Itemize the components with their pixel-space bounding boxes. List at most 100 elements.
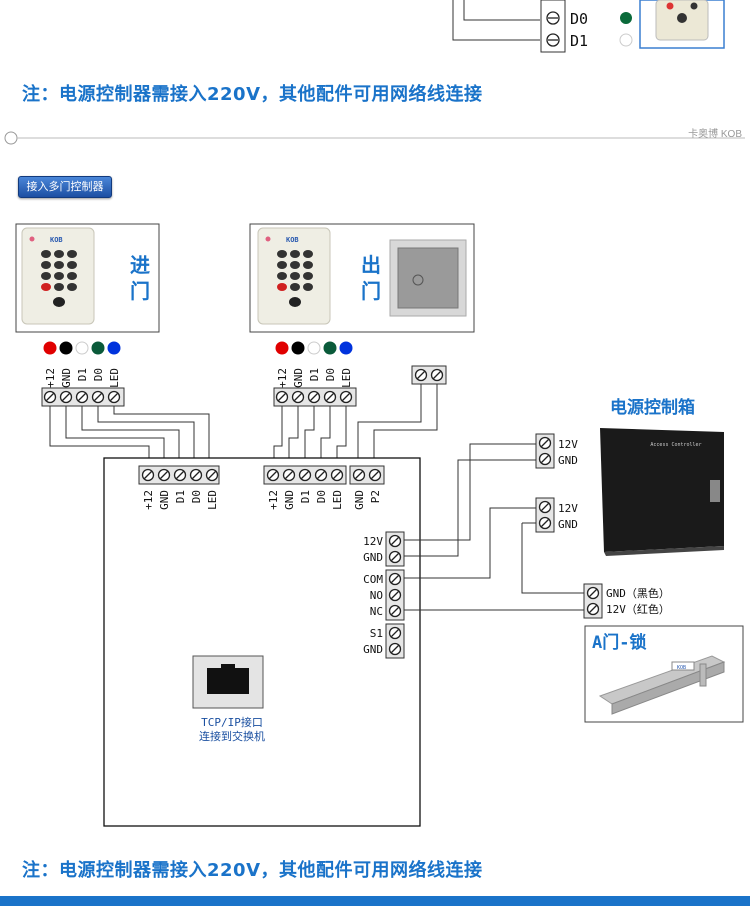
keypad-key xyxy=(67,272,77,280)
controller-terminal-screw xyxy=(282,468,296,482)
terminal-screw xyxy=(91,390,105,404)
wire-color-dot xyxy=(275,341,289,355)
controller-terminal-label: GND xyxy=(283,490,296,510)
keypad-key xyxy=(290,272,300,280)
exit-label-2: 门 xyxy=(361,279,381,303)
entry-reader: KOB 进 门 xyxy=(15,223,160,333)
access-controller-board xyxy=(103,457,421,827)
terminal-screw xyxy=(307,390,321,404)
keypad-key xyxy=(67,283,77,291)
side-terminal-screw xyxy=(388,588,402,602)
keypad-key xyxy=(290,261,300,269)
controller-terminal-screw xyxy=(352,468,366,482)
keypad-bell-key xyxy=(53,297,65,307)
power-out1-12v: 12V xyxy=(558,438,578,451)
side-terminal-screw xyxy=(388,550,402,564)
electric-lock-image: KOB xyxy=(598,655,726,715)
keypad-key xyxy=(54,272,64,280)
reader-wire-label: D1 xyxy=(76,368,89,381)
terminal-screw xyxy=(339,390,353,404)
tcp-ip-label-1: TCP/IP接口 xyxy=(201,716,263,729)
controller-terminal-label: D1 xyxy=(299,490,312,503)
keypad-key xyxy=(54,250,64,258)
controller-terminal-screw xyxy=(330,468,344,482)
controller-terminal-label: D0 xyxy=(315,490,328,503)
terminal-screw xyxy=(107,390,121,404)
entry-keypad-image: KOB xyxy=(21,227,95,325)
keypad-key xyxy=(67,261,77,269)
terminal-screw xyxy=(59,390,73,404)
lock-12v-label: 12V（红色） xyxy=(606,602,670,616)
power-box-image: Access Controller xyxy=(600,428,724,556)
entry-keypad-brand: KOB xyxy=(50,236,63,244)
keypad-key xyxy=(303,250,313,258)
controller-terminal-screw xyxy=(298,468,312,482)
exit-reader: KOB 出 门 xyxy=(249,223,475,333)
reader-wire-label: +12 xyxy=(276,368,289,388)
side-terminal-label: COM xyxy=(363,573,383,586)
power-out2-12v: 12V xyxy=(558,502,578,515)
controller-terminal-screw xyxy=(173,468,187,482)
brand-label: 卡奥博 KOB xyxy=(688,129,742,140)
entry-label-2: 门 xyxy=(130,279,150,303)
side-terminal-screw xyxy=(388,642,402,656)
wire-color-dot xyxy=(75,341,89,355)
keypad-key xyxy=(277,272,287,280)
keypad-key xyxy=(67,250,77,258)
controller-terminal-screw xyxy=(266,468,280,482)
controller-terminal-label: LED xyxy=(331,490,344,510)
exit-keypad-brand: KOB xyxy=(286,236,299,244)
reader-wire-label: D0 xyxy=(324,368,337,381)
controller-terminal-screw xyxy=(157,468,171,482)
controller-terminal-screw xyxy=(189,468,203,482)
keypad-key xyxy=(54,261,64,269)
keypad-key xyxy=(41,250,51,258)
bottom-note: 注：电源控制器需接入220V，其他配件可用网络线连接 xyxy=(22,860,483,881)
top-note: 注：电源控制器需接入220V，其他配件可用网络线连接 xyxy=(22,84,483,105)
controller-terminal-label: LED xyxy=(206,490,219,510)
wire-color-dot xyxy=(339,341,353,355)
terminal-screw xyxy=(291,390,305,404)
controller-terminal-label: D1 xyxy=(174,490,187,503)
controller-terminal-screw xyxy=(314,468,328,482)
terminal-screw xyxy=(323,390,337,404)
keypad-key xyxy=(290,283,300,291)
keypad-key xyxy=(303,272,313,280)
controller-terminal-label: +12 xyxy=(142,490,155,510)
reader-wire-label: D0 xyxy=(92,368,105,381)
lock-gnd-label: GND（黑色） xyxy=(606,586,670,600)
side-terminal-screw xyxy=(388,572,402,586)
terminal-screw xyxy=(75,390,89,404)
keypad-key xyxy=(303,261,313,269)
wire-color-dot xyxy=(43,341,57,355)
controller-terminal-screw xyxy=(205,468,219,482)
lock-brand: KOB xyxy=(677,665,686,671)
controller-terminal-label: GND xyxy=(158,490,171,510)
section-divider xyxy=(4,131,745,145)
side-terminal-label: NC xyxy=(370,605,383,618)
keypad-key xyxy=(54,283,64,291)
lock-title: A门-锁 xyxy=(592,632,646,653)
exit-button-image xyxy=(389,239,467,317)
reader-wire-label: +12 xyxy=(44,368,57,388)
wire-color-dot xyxy=(59,341,73,355)
keypad-key xyxy=(277,261,287,269)
wire-color-dot xyxy=(291,341,305,355)
terminal-screw xyxy=(43,390,57,404)
controller-terminal-screw xyxy=(368,468,382,482)
side-terminal-screw xyxy=(388,604,402,618)
side-terminal-screw xyxy=(388,534,402,548)
side-terminal-label: S1 xyxy=(370,627,383,640)
reader-wire-label: GND xyxy=(60,368,73,388)
keypad-key xyxy=(290,250,300,258)
wire-color-dot xyxy=(91,341,105,355)
controller-terminal-label: P2 xyxy=(369,490,382,503)
reader-wire-label: D1 xyxy=(308,368,321,381)
terminal-screw xyxy=(275,390,289,404)
side-terminal-label: 12V xyxy=(363,535,383,548)
power-box-device-text: Access Controller xyxy=(650,442,701,448)
tcp-ip-port xyxy=(192,655,264,709)
multi-door-controller-tag: 接入多门控制器 xyxy=(18,176,112,198)
keypad-key xyxy=(277,283,287,291)
keypad-key xyxy=(41,261,51,269)
